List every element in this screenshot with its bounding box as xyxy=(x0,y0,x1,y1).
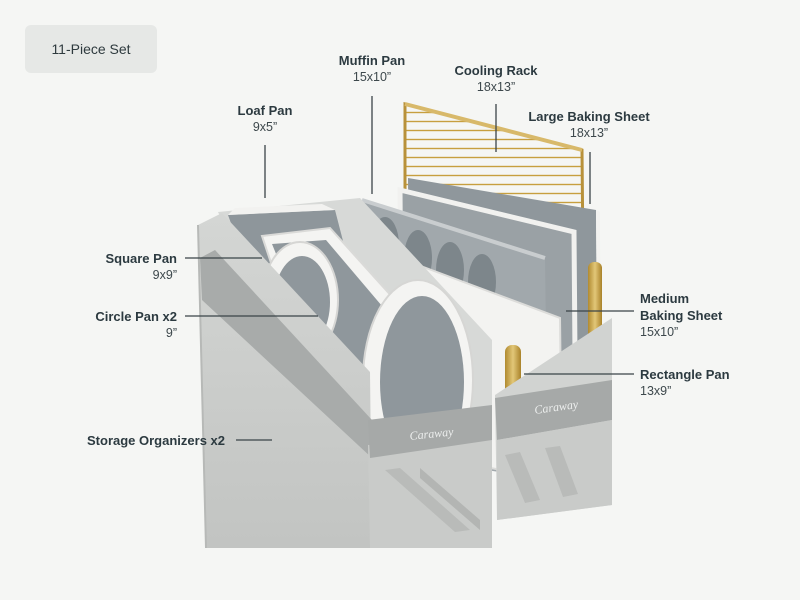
organizer-brand-right: Caraway xyxy=(533,397,579,417)
callout-large-baking-sheet: Large Baking Sheet 18x13” xyxy=(528,108,649,142)
loaf-pan-dims: 9x5” xyxy=(252,120,278,134)
large-baking-sheet-dims: 18x13” xyxy=(569,126,609,140)
cooling-rack-title: Cooling Rack xyxy=(454,63,538,78)
rectangle-pan-dims: 13x9” xyxy=(640,384,672,398)
medium-baking-sheet-title-line2: Baking Sheet xyxy=(640,308,723,323)
cooling-rack-dims: 18x13” xyxy=(476,80,516,94)
circle-pan-dims: 9” xyxy=(165,326,177,340)
leader-lines xyxy=(185,96,634,441)
square-pan-dims: 9x9” xyxy=(152,268,177,282)
callout-square-pan: Square Pan 9x9” xyxy=(105,250,177,284)
circle-pan-title: Circle Pan x2 xyxy=(95,309,177,324)
organizer-strap-left xyxy=(368,405,492,458)
callout-loaf-pan: Loaf Pan 9x5” xyxy=(238,102,293,136)
set-size-badge: 11-Piece Set xyxy=(25,25,157,73)
storage-organizer-left xyxy=(197,198,492,549)
callout-rectangle-pan: Rectangle Pan 13x9” xyxy=(640,366,730,400)
muffin-pan-dims: 15x10” xyxy=(352,70,392,84)
callout-storage-organizers: Storage Organizers x2 xyxy=(87,432,225,449)
organizer-strap-right xyxy=(495,380,612,440)
medium-baking-sheet-dims: 15x10” xyxy=(640,325,679,339)
square-pan-title: Square Pan xyxy=(105,251,177,266)
muffin-pan-title: Muffin Pan xyxy=(338,53,406,68)
loaf-pan-title: Loaf Pan xyxy=(237,103,293,118)
organizer-brand-left: Caraway xyxy=(409,424,455,443)
callout-circle-pan: Circle Pan x2 9” xyxy=(95,308,177,342)
callout-medium-baking-sheet: Medium Baking Sheet 15x10” xyxy=(640,290,722,341)
storage-organizers-title: Storage Organizers x2 xyxy=(87,433,225,448)
callout-muffin-pan: Muffin Pan 15x10” xyxy=(339,52,405,86)
medium-baking-sheet-title-line1: Medium xyxy=(640,291,690,306)
callout-cooling-rack: Cooling Rack 18x13” xyxy=(454,62,537,96)
storage-organizer-right xyxy=(495,318,612,520)
rectangle-pan-title: Rectangle Pan xyxy=(640,367,730,382)
large-baking-sheet-title: Large Baking Sheet xyxy=(528,109,650,124)
